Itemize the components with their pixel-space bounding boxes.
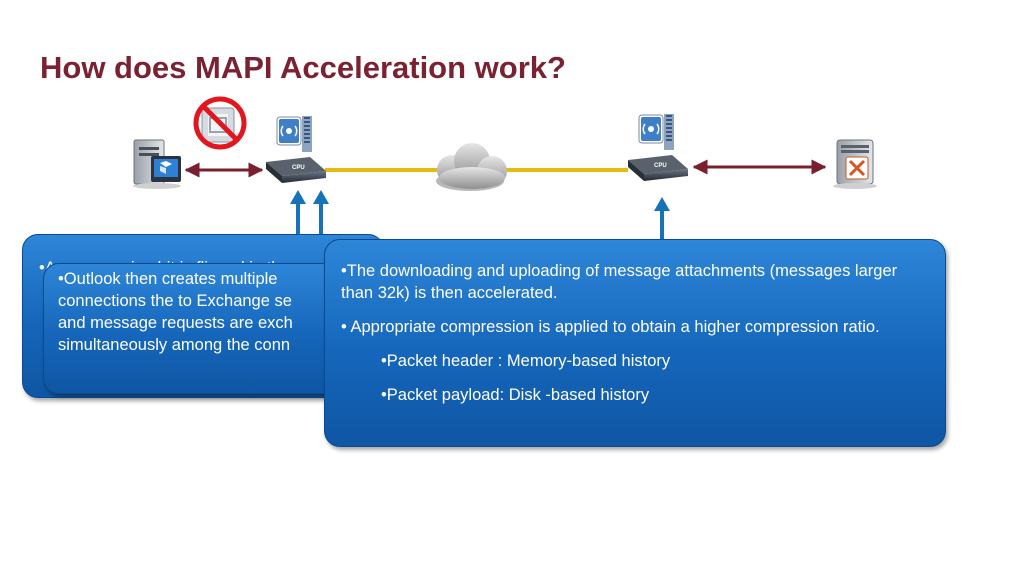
callout-3-paragraph-1: •The downloading and uploading of messag… <box>341 262 898 302</box>
callout-2-line-1: •Outlook then creates multiple <box>58 270 278 288</box>
callout-3-paragraph-2: • Appropriate compression is applied to … <box>341 318 880 336</box>
slide-title: How does MAPI Acceleration work? <box>40 50 566 85</box>
cloud-icon <box>436 143 507 191</box>
callout-3-sub-bullet-2: •Packet payload: Disk -based history <box>381 386 650 404</box>
callout-2-line-2: connections the to Exchange se <box>58 292 292 310</box>
wan-accelerator-icon-left: CPU <box>266 116 326 183</box>
client-computer-icon <box>133 139 181 189</box>
callout-3-sub-bullet-1: •Packet header : Memory-based history <box>381 352 671 370</box>
callout-attachment-acceleration: •The downloading and uploading of messag… <box>324 239 946 447</box>
svg-text:CPU: CPU <box>654 163 667 169</box>
no-outlook-icon <box>193 96 247 150</box>
svg-text:CPU: CPU <box>292 165 305 171</box>
exchange-server-icon <box>833 139 877 189</box>
callout-2-line-4: simultaneously among the conn <box>58 336 291 354</box>
callout-2-line-3: and message requests are exch <box>58 314 293 332</box>
wan-accelerator-icon-right: CPU <box>628 114 688 181</box>
